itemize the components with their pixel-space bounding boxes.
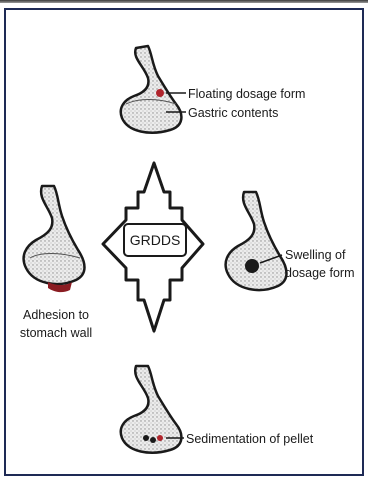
grdds-center-box: GRDDS [124, 224, 186, 256]
grdds-label: GRDDS [130, 232, 181, 248]
pellet-dot [143, 435, 149, 441]
stomach-adhesion-icon [24, 186, 85, 292]
swelling-label-line1: Swelling of [285, 248, 346, 262]
stomach-swelling-icon [226, 192, 287, 290]
contents-label: Gastric contents [188, 106, 278, 120]
floating-label: Floating dosage form [188, 87, 305, 101]
sedimentation-label: Sedimentation of pellet [186, 432, 314, 446]
pellet-dot [157, 435, 163, 441]
stomach-floating-icon [121, 46, 182, 133]
swelling-label-line2: dosage form [285, 266, 354, 280]
stomach-sedimentation-icon [121, 366, 182, 453]
floating-dosage-dot [156, 89, 164, 97]
adhesion-label-line1: Adhesion to [23, 308, 89, 322]
swollen-dosage-dot [245, 259, 259, 273]
adhesion-label-line2: stomach wall [20, 326, 92, 340]
pellet-dot [150, 437, 156, 443]
